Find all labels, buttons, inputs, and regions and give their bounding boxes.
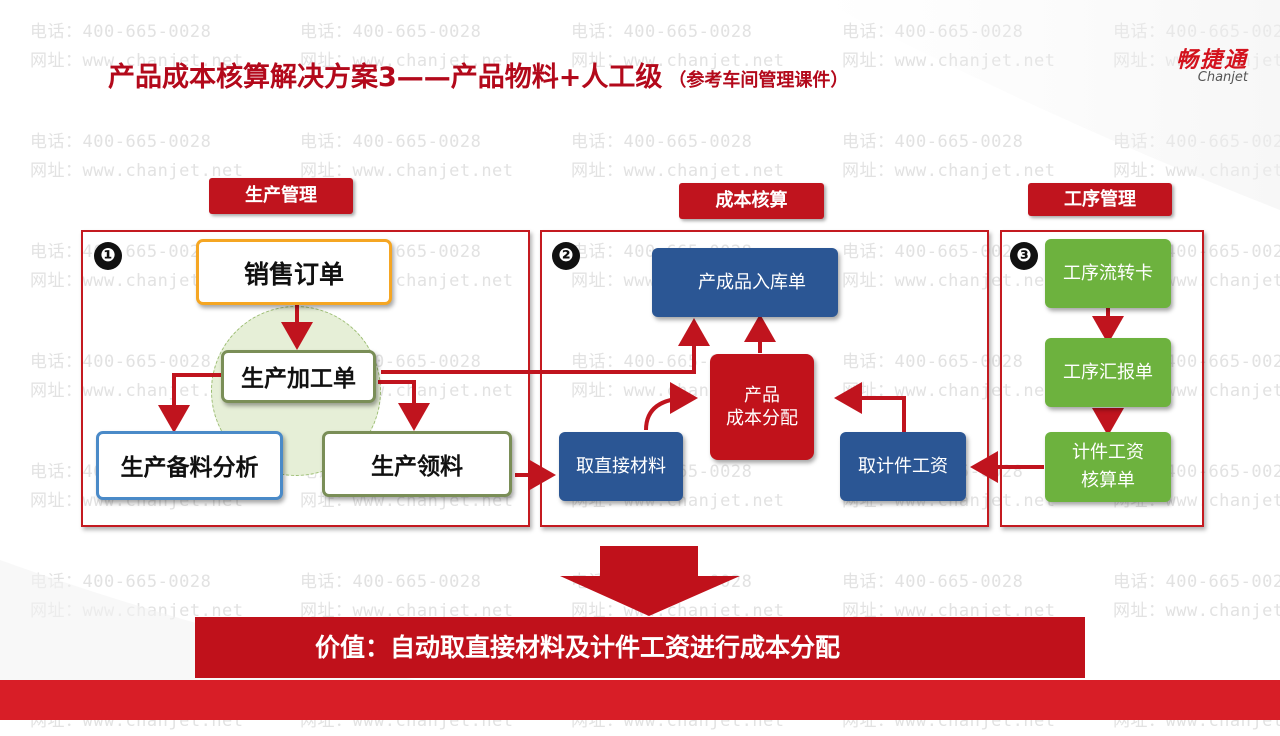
- finished-goods-label: 产成品入库单: [698, 272, 806, 293]
- arrow-to-requisition: [378, 380, 430, 431]
- title-sub: （参考车间管理课件）: [668, 70, 849, 91]
- node-process-report: 工序汇报单: [1045, 338, 1171, 407]
- arrow-wage-to-allocation: [834, 382, 906, 432]
- node-piece-wage-calc: 计件工资 核算单: [1045, 432, 1171, 502]
- big-down-arrow-icon: [560, 546, 740, 616]
- cost-allocation-line2: 成本分配: [726, 408, 798, 429]
- arrow-material-to-allocation: [644, 382, 698, 431]
- value-statement: 价值：自动取直接材料及计件工资进行成本分配: [315, 633, 841, 662]
- flow-arrows: [158, 305, 1124, 491]
- logo-cn: 畅捷通: [1175, 48, 1248, 73]
- logo-en: Chanjet: [1197, 70, 1248, 85]
- node-material-requisition: 生产领料: [322, 431, 512, 497]
- tag-production-management: 生产管理: [209, 178, 353, 214]
- node-production-order: 生产加工单: [221, 350, 376, 403]
- arrow-to-material-analysis: [158, 373, 222, 433]
- node-cost-allocation: 产品 成本分配: [710, 354, 814, 460]
- node-material-analysis: 生产备料分析: [96, 431, 283, 500]
- tag-process-management: 工序管理: [1028, 183, 1172, 216]
- value-banner: 价值：自动取直接材料及计件工资进行成本分配: [195, 617, 1085, 678]
- section-number-1: ❶: [94, 242, 122, 270]
- section-costing: [540, 230, 989, 527]
- piece-wage-calc-line1: 计件工资: [1072, 442, 1144, 463]
- title-main: 产品成本核算解决方案3——产品物料+人工级: [108, 62, 663, 93]
- node-finished-goods-receipt: 产成品入库单: [652, 248, 838, 317]
- tag-cost-accounting: 成本核算: [679, 183, 824, 219]
- section-production: [81, 230, 530, 527]
- bottom-band: [0, 680, 1280, 720]
- section-process: [1000, 230, 1204, 527]
- chanjet-logo: 畅捷通 Chanjet: [1118, 42, 1248, 85]
- section-number-3: ❸: [1010, 242, 1038, 270]
- page-title: 产品成本核算解决方案3——产品物料+人工级（参考车间管理课件）: [108, 55, 848, 94]
- section-number-2: ❷: [552, 242, 580, 270]
- cost-allocation-line1: 产品: [744, 385, 780, 406]
- node-piece-wage: 取计件工资: [840, 432, 966, 501]
- piece-wage-calc-line2: 核算单: [1081, 470, 1135, 491]
- arrow-to-finished-goods: [381, 318, 710, 374]
- node-sales-order: 销售订单: [196, 239, 392, 305]
- node-process-card: 工序流转卡: [1045, 239, 1171, 308]
- node-direct-material: 取直接材料: [559, 432, 683, 501]
